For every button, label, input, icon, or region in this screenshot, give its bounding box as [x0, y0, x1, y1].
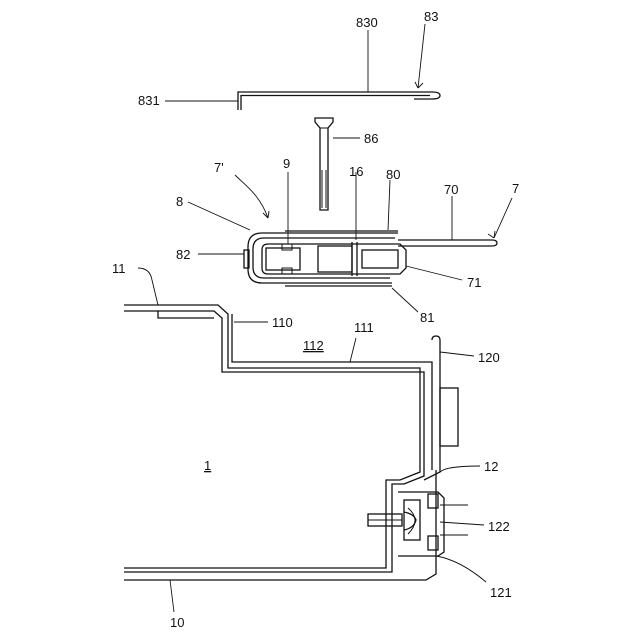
label-71: 71 [467, 275, 481, 290]
label-112: 112 [303, 338, 324, 353]
label-8: 8 [176, 194, 183, 209]
label-82: 82 [176, 247, 190, 262]
label-830: 830 [356, 15, 378, 30]
label-86: 86 [364, 131, 378, 146]
screw-86 [315, 118, 333, 210]
label-12: 12 [484, 459, 498, 474]
label-831: 831 [138, 93, 160, 108]
label-70: 70 [444, 182, 458, 197]
label-111: 111 [354, 320, 374, 335]
clip-assembly [244, 231, 497, 286]
label-9: 9 [283, 156, 290, 171]
label-121: 121 [490, 585, 512, 600]
label-11: 11 [112, 261, 126, 276]
label-7: 7 [512, 181, 519, 196]
label-81: 81 [420, 310, 434, 325]
label-110: 110 [272, 315, 293, 330]
label-10: 10 [170, 615, 184, 630]
label-83: 83 [424, 9, 438, 24]
label-7-prime: 7' [214, 160, 224, 175]
reference-labels: 830 83 831 86 7' 9 16 80 70 7 8 82 71 11… [112, 9, 519, 630]
label-122: 122 [488, 519, 510, 534]
cover-plate-830 [238, 92, 440, 110]
label-16: 16 [349, 164, 363, 179]
label-120: 120 [478, 350, 500, 365]
body-profile-1 [124, 305, 468, 580]
label-80: 80 [386, 167, 400, 182]
label-1: 1 [204, 458, 211, 473]
